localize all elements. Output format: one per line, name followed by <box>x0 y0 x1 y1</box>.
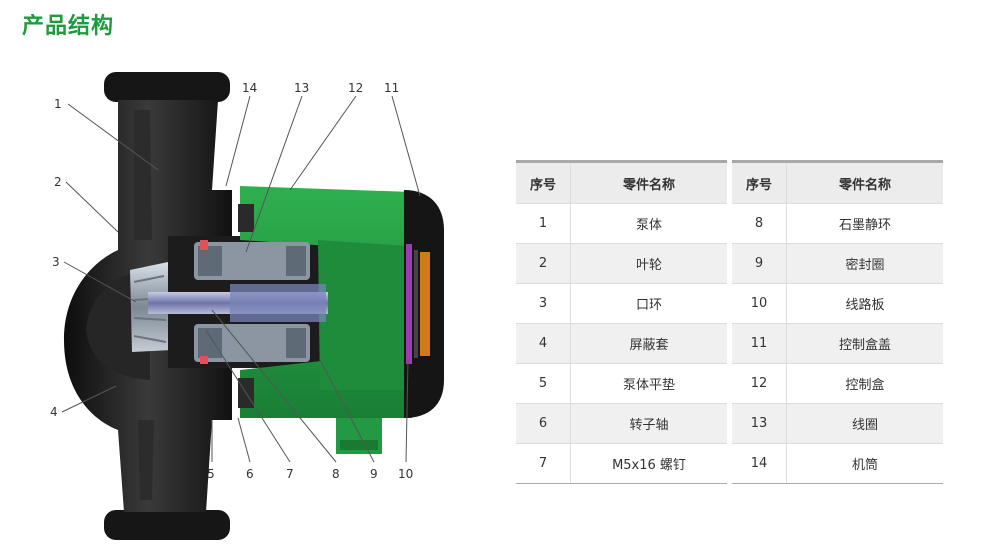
row-index: 9 <box>732 243 787 284</box>
row-name: 线圈 <box>786 403 943 444</box>
control-box <box>240 186 412 454</box>
row-name: 机筒 <box>786 443 943 484</box>
row-name: 控制盒 <box>786 363 943 404</box>
row-index: 8 <box>732 203 787 244</box>
callout-5: 5 <box>207 467 215 481</box>
table-header-row: 序号 零件名称 <box>732 161 943 204</box>
page-title: 产品结构 <box>22 14 115 39</box>
seal-ring-lower <box>200 356 208 364</box>
callout-8: 8 <box>332 467 340 481</box>
callout-6: 6 <box>246 467 254 481</box>
callout-13: 13 <box>294 81 309 95</box>
callout-3: 3 <box>52 255 60 269</box>
row-index: 7 <box>516 443 571 484</box>
row-name: 转子轴 <box>570 403 727 444</box>
row-index: 14 <box>732 443 787 484</box>
seal-ring <box>200 240 208 250</box>
callout-10: 10 <box>398 467 413 481</box>
header-name: 零件名称 <box>786 161 943 204</box>
header-index: 序号 <box>732 161 787 204</box>
callout-2: 2 <box>54 175 62 189</box>
leader-lines <box>61 95 421 463</box>
row-index: 1 <box>516 203 571 244</box>
row-name: 泵体 <box>570 203 727 244</box>
row-name: 口环 <box>570 283 727 324</box>
callout-9: 9 <box>370 467 378 481</box>
row-index: 4 <box>516 323 571 364</box>
screw-top <box>238 204 254 232</box>
callout-12: 12 <box>348 81 363 95</box>
row-name: 控制盒盖 <box>786 323 943 364</box>
row-index: 10 <box>732 283 787 324</box>
callout-11: 11 <box>384 81 399 95</box>
table-header-row: 序号 零件名称 <box>516 161 727 204</box>
pump-cutaway-diagram: 1 2 3 4 5 6 7 8 9 10 11 12 13 14 <box>50 72 444 540</box>
rotor-shaft <box>148 284 328 322</box>
row-index: 2 <box>516 243 571 284</box>
row-name: 密封圈 <box>786 243 943 284</box>
row-index: 12 <box>732 363 787 404</box>
callout-7: 7 <box>286 467 294 481</box>
header-name: 零件名称 <box>570 161 727 204</box>
coil <box>194 242 310 362</box>
row-index: 3 <box>516 283 571 324</box>
circuit-board <box>406 244 430 364</box>
row-index: 11 <box>732 323 787 364</box>
row-index: 5 <box>516 363 571 404</box>
callout-14: 14 <box>242 81 257 95</box>
row-name: 线路板 <box>786 283 943 324</box>
row-index: 6 <box>516 403 571 444</box>
row-index: 13 <box>732 403 787 444</box>
row-name: 泵体平垫 <box>570 363 727 404</box>
row-name: 石墨静环 <box>786 203 943 244</box>
callout-1: 1 <box>54 97 62 111</box>
row-name: M5x16 螺钉 <box>570 443 727 484</box>
callout-4: 4 <box>50 405 58 419</box>
row-name: 屏蔽套 <box>570 323 727 364</box>
row-name: 叶轮 <box>570 243 727 284</box>
header-index: 序号 <box>516 161 571 204</box>
